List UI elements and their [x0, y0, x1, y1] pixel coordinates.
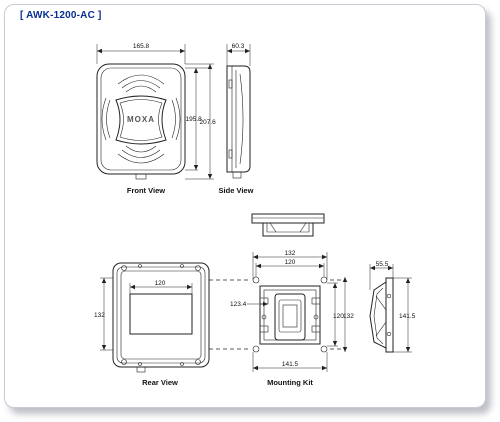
kit-center-bracket: [274, 293, 306, 341]
label-mounting-kit: Mounting Kit: [267, 378, 313, 387]
moxa-logo: MOXA: [127, 115, 155, 124]
kit-back-plate: [259, 285, 321, 345]
bracket-side-plate: [385, 277, 394, 353]
dim-front-width: 165.8: [133, 43, 150, 50]
mounting-kit-top-view: [251, 213, 325, 237]
dim-kit-hole-offset: 123.4: [230, 301, 247, 308]
bracket-side-view: 55.5 141.5: [369, 261, 416, 353]
dim-kit-width-outer: 132: [285, 250, 296, 257]
front-logo-panel: [115, 95, 167, 145]
dim-kit-base-width: 141.5: [282, 361, 299, 368]
dim-bracket-depth: 55.5: [376, 261, 389, 268]
rear-label-plate: [129, 293, 193, 335]
dim-rear-height: 132: [94, 312, 105, 319]
label-rear-view: Rear View: [142, 378, 178, 387]
dim-kit-width-inner: 120: [285, 259, 296, 266]
mounting-kit-view: 132 120 123.4 120 132 141.5 Mounting Kit: [230, 250, 354, 387]
front-view: MOXA 165.8 195.8 207.6 Front View: [96, 43, 217, 195]
diagram-frame: [4, 4, 486, 408]
side-view: 60.3 Side View: [219, 43, 254, 195]
model-title: [ AWK-1200-AC ]: [20, 10, 102, 21]
side-housing: [226, 65, 251, 173]
label-front-view: Front View: [127, 186, 165, 195]
dim-front-height-inner: 195.8: [186, 116, 203, 123]
label-side-view: Side View: [219, 186, 254, 195]
dim-front-height-total: 207.6: [200, 119, 217, 126]
rear-view: 120 132 Rear View: [94, 262, 210, 387]
alignment-lines: [209, 279, 345, 350]
dim-rear-width: 120: [155, 280, 166, 287]
dim-kit-height-outer: 132: [343, 313, 354, 320]
dim-bracket-height: 141.5: [399, 313, 416, 320]
rear-housing: [112, 262, 210, 368]
bracket-top-plate: [251, 213, 325, 224]
dim-side-depth: 60.3: [232, 43, 245, 50]
dim-kit-height-inner: 120: [333, 313, 344, 320]
